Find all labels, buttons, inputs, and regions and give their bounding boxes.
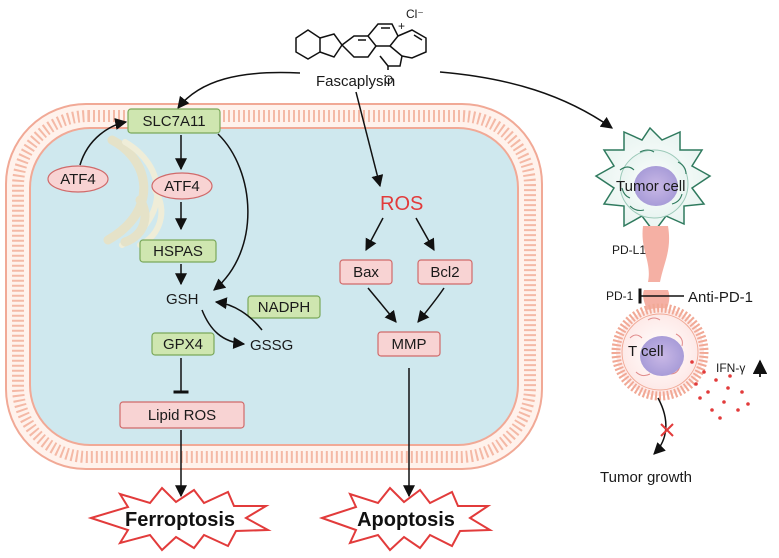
mmp-node: MMP bbox=[377, 331, 441, 357]
svg-text:HSPAS: HSPAS bbox=[153, 243, 203, 260]
svg-text:NADPH: NADPH bbox=[258, 299, 311, 316]
pd-1-label: PD-1 bbox=[606, 289, 634, 303]
tumor-cell-label: Tumor cell bbox=[616, 178, 685, 195]
svg-text:MMP: MMP bbox=[392, 336, 427, 353]
svg-text:Bax: Bax bbox=[353, 264, 379, 281]
svg-text:Apoptosis: Apoptosis bbox=[357, 509, 455, 531]
gsh-label: GSH bbox=[166, 291, 199, 308]
fascaplysin-structure bbox=[295, 23, 427, 70]
counterion-label: Cl⁻ bbox=[406, 7, 424, 21]
arrow-to-ros bbox=[355, 91, 384, 188]
nadph-node: NADPH bbox=[247, 295, 321, 319]
bax-node: Bax bbox=[339, 259, 393, 285]
svg-text:Bcl2: Bcl2 bbox=[430, 264, 459, 281]
carbonyl-label: O bbox=[384, 73, 393, 87]
arrow-ros-to-bcl2 bbox=[415, 217, 435, 252]
pd-l1-pd-1-complex bbox=[642, 226, 670, 318]
svg-text:ATF4: ATF4 bbox=[60, 171, 96, 188]
ifn-gamma-particles bbox=[690, 360, 750, 420]
compound-name: Fascaplysin bbox=[316, 73, 395, 90]
ifn-gamma-label: IFN-γ bbox=[716, 361, 745, 375]
cell-membrane bbox=[5, 103, 543, 470]
arrow-ros-to-bax bbox=[365, 217, 384, 252]
svg-text:Lipid ROS: Lipid ROS bbox=[148, 407, 216, 424]
svg-text:SLC7A11: SLC7A11 bbox=[142, 113, 205, 130]
arrow-gsh-to-gssg bbox=[201, 309, 246, 349]
hspas-node: HSPAS bbox=[139, 239, 217, 263]
tumor-growth-label: Tumor growth bbox=[600, 469, 692, 486]
gpx4-node: GPX4 bbox=[151, 332, 215, 356]
tumor-cell bbox=[594, 126, 712, 234]
svg-text:ATF4: ATF4 bbox=[164, 178, 200, 195]
atf4-inner-node: ATF4 bbox=[151, 172, 213, 200]
arrow-to-tumor-cell bbox=[439, 71, 613, 129]
charge-label: + bbox=[398, 19, 405, 33]
arrow-bax-to-mmp bbox=[367, 287, 397, 323]
t-cell bbox=[611, 303, 709, 401]
apoptosis-burst: Apoptosis bbox=[318, 486, 494, 552]
bcl2-node: Bcl2 bbox=[417, 259, 473, 285]
gssg-label: GSSG bbox=[250, 337, 293, 354]
svg-text:Ferroptosis: Ferroptosis bbox=[125, 509, 235, 531]
ros-label: ROS bbox=[380, 193, 423, 215]
lipid-ros-node: Lipid ROS bbox=[119, 401, 245, 429]
pd-l1-label: PD-L1 bbox=[612, 243, 646, 257]
slc7a11-node: SLC7A11 bbox=[127, 108, 221, 134]
ferroptosis-burst: Ferroptosis bbox=[87, 486, 272, 552]
t-cell-label: T cell bbox=[628, 343, 664, 360]
arrow-gssg-to-gsh bbox=[214, 297, 263, 331]
arrow-to-slc7a11 bbox=[177, 71, 301, 109]
arrow-atf4-to-slc7a11 bbox=[79, 118, 128, 166]
arrow-slc7a11-to-gsh bbox=[213, 133, 249, 291]
arrow-bcl2-to-mmp bbox=[417, 287, 445, 323]
block-cross bbox=[660, 423, 674, 437]
svg-text:GPX4: GPX4 bbox=[163, 336, 203, 353]
anti-pd-1-label: Anti-PD-1 bbox=[688, 289, 753, 306]
atf4-outer-node: ATF4 bbox=[47, 165, 109, 193]
